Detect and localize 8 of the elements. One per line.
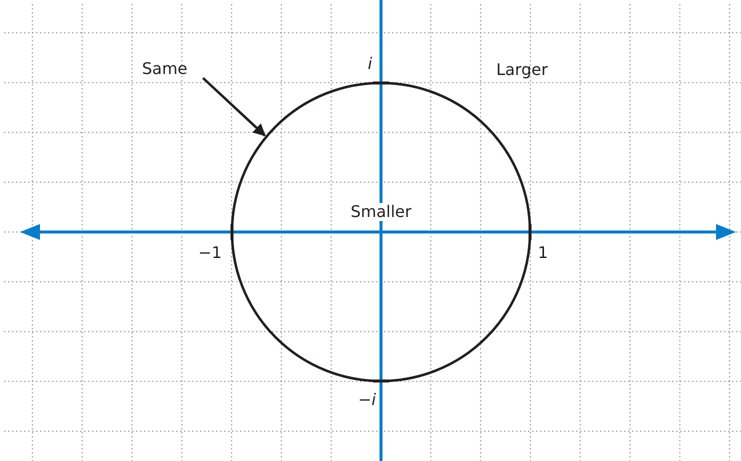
axis-label: −1	[198, 245, 222, 261]
axis-label: Larger	[496, 62, 548, 78]
axis-label: 1	[538, 245, 548, 261]
axis-label: i	[368, 56, 372, 72]
callout-text: Same	[142, 61, 188, 77]
axis-label: Smaller	[348, 203, 414, 221]
leader-arrow	[202, 77, 266, 136]
axis-label: −i	[358, 392, 376, 408]
